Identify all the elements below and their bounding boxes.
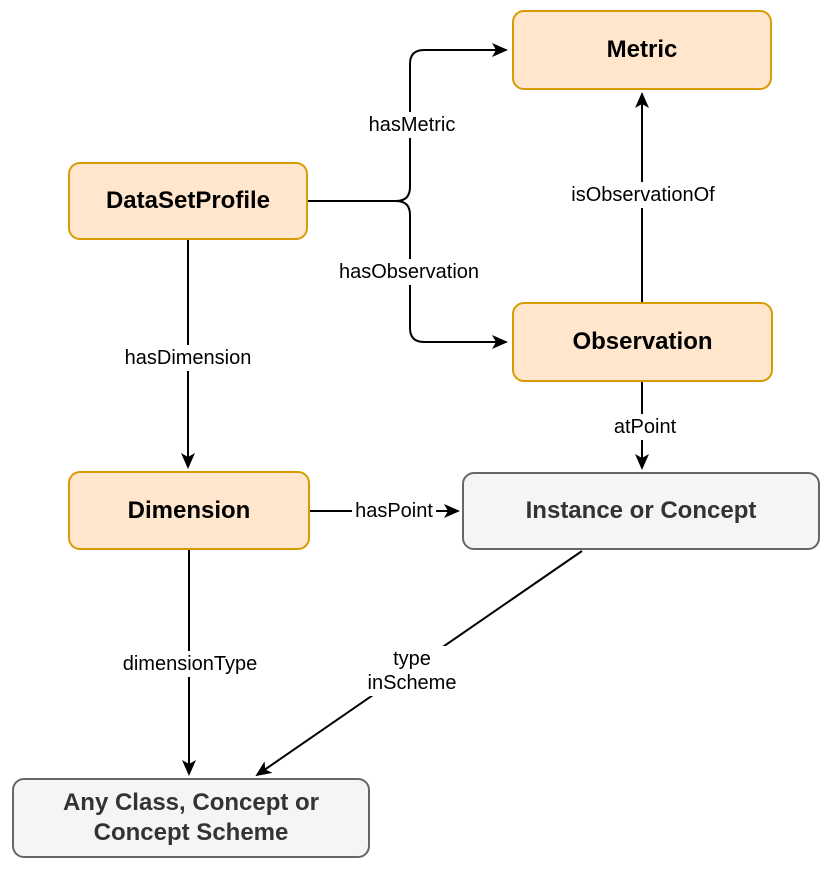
edge-label-has-dimension: hasDimension (121, 345, 255, 371)
edge-label-has-point: hasPoint (352, 498, 436, 524)
edge-label-at-point: atPoint (610, 414, 680, 440)
edge-label-has-observation: hasObservation (335, 259, 483, 285)
edge-label-is-observation-of: isObservationOf (568, 182, 718, 208)
edge-label-dimension-type: dimensionType (119, 651, 261, 677)
node-metric: Metric (512, 10, 772, 90)
node-dataset-profile: DataSetProfile (68, 162, 308, 240)
edge-label-type-in-scheme: type inScheme (364, 646, 460, 696)
node-dimension: Dimension (68, 471, 310, 550)
node-instance-or-concept: Instance or Concept (462, 472, 820, 550)
node-any-class: Any Class, Concept or Concept Scheme (12, 778, 370, 858)
node-observation: Observation (512, 302, 773, 382)
edge-label-has-metric: hasMetric (365, 112, 459, 138)
